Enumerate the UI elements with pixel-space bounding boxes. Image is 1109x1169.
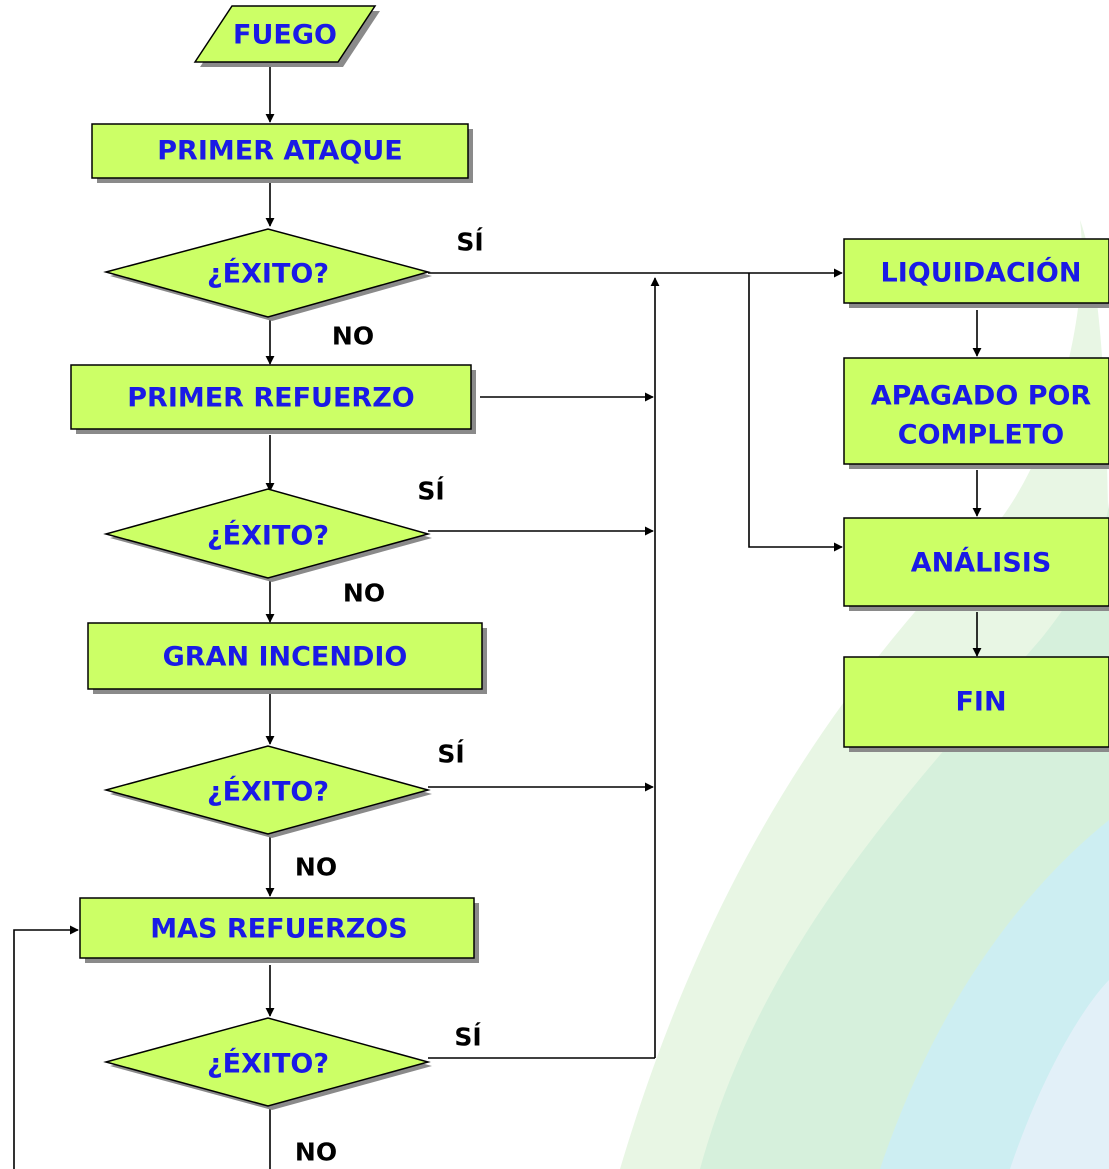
label-no-1: NO: [332, 322, 374, 351]
node-apagado-line1: APAGADO POR: [871, 381, 1092, 412]
node-gran-incendio-text: GRAN INCENDIO: [163, 642, 408, 673]
decision-exito-3-text: ¿ÉXITO?: [207, 776, 329, 808]
node-primer-ataque: PRIMER ATAQUE: [91, 123, 473, 183]
label-no-4: NO: [295, 1138, 337, 1167]
connectors: [13, 64, 982, 1169]
node-primer-refuerzo: PRIMER REFUERZO: [70, 364, 476, 434]
node-primer-refuerzo-text: PRIMER REFUERZO: [127, 383, 415, 414]
decision-exito-2-text: ¿ÉXITO?: [207, 520, 329, 552]
decision-exito-1-text: ¿ÉXITO?: [207, 258, 329, 290]
decision-exito-1: ¿ÉXITO?: [103, 228, 432, 321]
node-mas-refuerzos-text: MAS REFUERZOS: [150, 914, 407, 945]
node-liquidacion-text: LIQUIDACIÓN: [881, 257, 1082, 289]
node-fin: FIN: [843, 656, 1109, 752]
node-apagado-line2: COMPLETO: [898, 420, 1064, 451]
label-si-3: SÍ: [437, 740, 464, 769]
arrow-loop-to-mas-refuerzos: [13, 925, 79, 1169]
decision-exito-3: ¿ÉXITO?: [103, 745, 432, 838]
node-apagado-por-completo: APAGADO POR COMPLETO: [843, 357, 1109, 469]
arrow-bus-to-analisis: [748, 273, 843, 552]
label-si-1: SÍ: [456, 228, 483, 257]
node-primer-ataque-text: PRIMER ATAQUE: [157, 136, 402, 167]
decision-exito-2: ¿ÉXITO?: [103, 488, 432, 582]
node-fin-text: FIN: [955, 687, 1006, 718]
node-liquidacion: LIQUIDACIÓN: [843, 238, 1109, 308]
node-fuego-text: FUEGO: [233, 20, 337, 51]
label-si-2: SÍ: [417, 477, 444, 506]
node-fuego: FUEGO: [193, 5, 380, 67]
node-mas-refuerzos: MAS REFUERZOS: [79, 897, 479, 963]
node-gran-incendio: GRAN INCENDIO: [87, 622, 487, 694]
label-no-3: NO: [295, 853, 337, 882]
decision-exito-4: ¿ÉXITO?: [103, 1017, 432, 1110]
label-si-4: SÍ: [454, 1023, 481, 1052]
node-analisis-text: ANÁLISIS: [911, 547, 1052, 579]
decision-exito-4-text: ¿ÉXITO?: [207, 1048, 329, 1080]
node-analisis: ANÁLISIS: [843, 517, 1109, 611]
label-no-2: NO: [343, 579, 385, 608]
